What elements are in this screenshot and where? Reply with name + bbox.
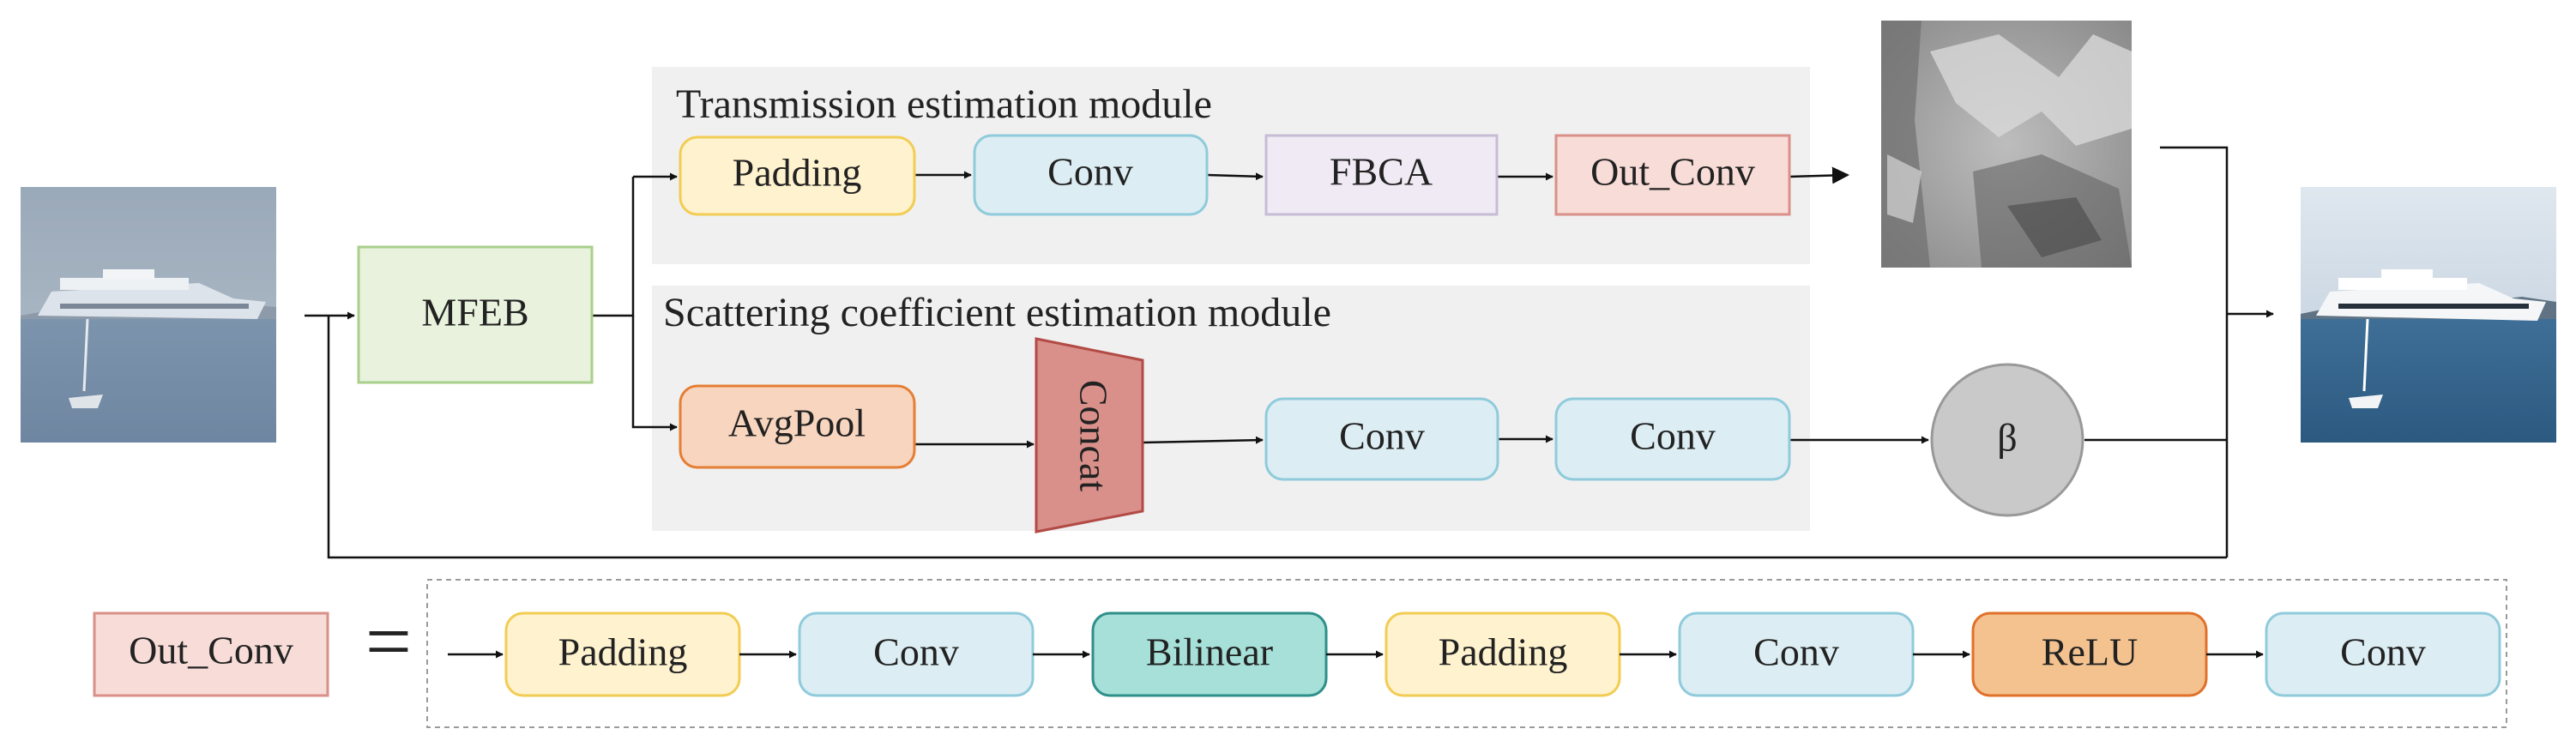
outconv-to-tmap-arrow [1789,166,1849,184]
conv-to-fbca-arrow [1206,172,1264,181]
avgpool-block: AvgPool [679,384,916,469]
hazy-input-image [21,187,276,443]
sequence-block-3: Bilinear [1091,611,1328,697]
legend-sequence: Padding Conv Bilinear Padding Conv ReLU Conv [448,611,2501,697]
concat-label: Concat [1071,380,1115,492]
transmission-map-image [1881,21,2132,268]
transmission-padding-label: Padding [733,151,862,195]
transmission-conv-label: Conv [1047,150,1133,194]
sequence-block-label-1: Padding [558,630,688,674]
mfeb-block: MFEB [357,245,594,384]
concat-to-conv-arrow [1142,436,1264,444]
tmap-to-merge-line [2160,146,2229,557]
avgpool-label: AvgPool [728,401,866,445]
sequence-block-label-6: ReLU [2042,630,2138,674]
concat-block: Concat [1035,337,1144,533]
scattering-conv-block-1: Conv [1264,397,1499,481]
sequence-block-2: Conv [798,611,1035,697]
transmission-padding-block: Padding [679,136,916,216]
sequence-block-label-3: Bilinear [1146,630,1273,674]
scattering-conv-label-1: Conv [1339,414,1425,458]
beta-node: β [1930,363,2084,517]
beta-label: β [1997,416,2017,460]
sequence-block-1: Padding [504,611,741,697]
scattering-conv-block-2: Conv [1554,397,1791,481]
sequence-block-label-4: Padding [1439,630,1568,674]
sequence-block-7: Conv [2265,611,2501,697]
sequence-block-label-5: Conv [1753,630,1839,674]
sequence-block-5: Conv [1678,611,1915,697]
scattering-conv-label-2: Conv [1630,414,1716,458]
mfeb-branch-line [592,177,635,317]
sequence-block-6: ReLU [1971,611,2208,697]
transmission-outconv-block: Out_Conv [1554,134,1791,216]
legend-outconv-label: Out_Conv [129,629,293,672]
legend-outconv-block: Out_Conv [93,611,329,697]
sequence-block-label-2: Conv [873,630,959,674]
transmission-conv-block: Conv [973,134,1209,216]
sequence-block-4: Padding [1385,611,1621,697]
fbca-label: FBCA [1330,150,1433,194]
mfeb-label: MFEB [421,291,528,334]
skip-connection-line [327,316,2227,559]
transmission-outconv-label: Out_Conv [1590,150,1755,194]
transmission-module-title: Transmission estimation module [676,81,1212,127]
sequence-block-label-7: Conv [2340,630,2426,674]
equals-sign: = [365,595,412,687]
dehazed-output-image [2301,187,2556,443]
scattering-module-title: Scattering coefficient estimation module [663,290,1331,335]
mfeb-to-avgpool-arrow [631,316,678,431]
fbca-block: FBCA [1264,134,1499,216]
out-conv-definition-frame [426,579,2507,728]
